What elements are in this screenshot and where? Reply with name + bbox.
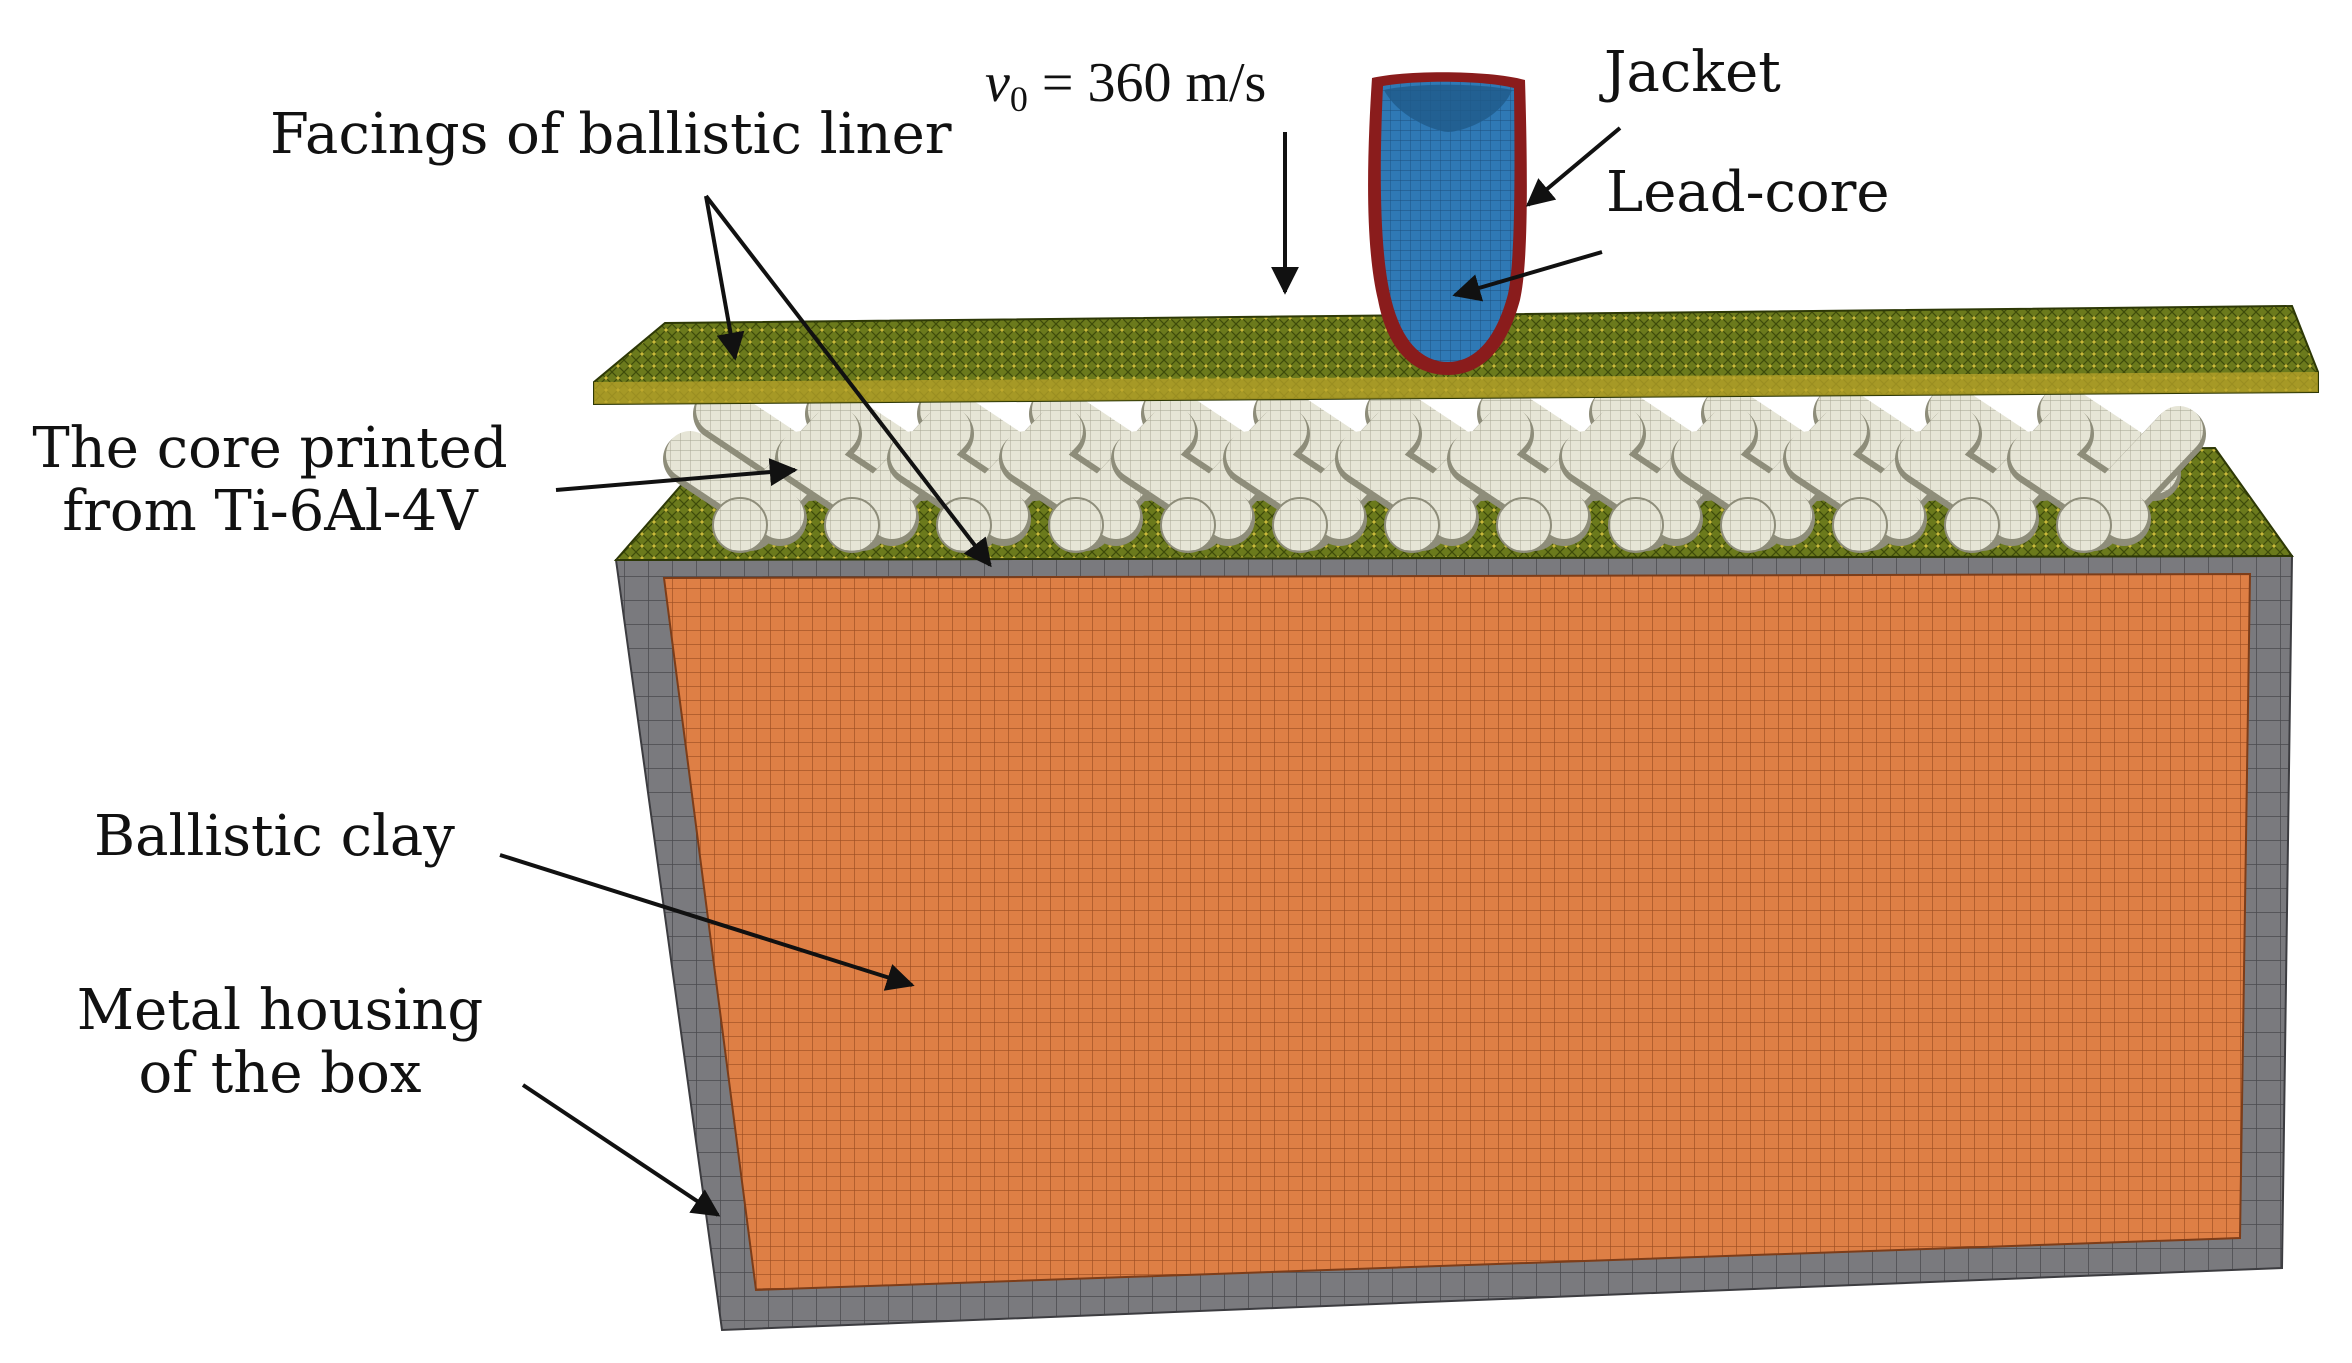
lattice-strut-end-3 — [1048, 497, 1104, 553]
arrow-lead-core — [1452, 250, 1603, 302]
titanium-lattice-core — [663, 386, 2206, 553]
velocity-subscript: 0 — [1009, 79, 1028, 119]
arrow-core — [555, 458, 798, 492]
label-initial-velocity: v0 = 360 m/s — [985, 52, 1266, 119]
lattice-strut-end-7 — [1496, 497, 1552, 553]
lattice-strut-low-2 — [890, 431, 1028, 539]
lattice-strut-low-12 — [2010, 431, 2148, 539]
lattice-strut-low-5 — [1226, 431, 1364, 539]
arrow-clay — [499, 853, 915, 991]
lattice-strut-end-1 — [824, 497, 880, 553]
label-facings: Facings of ballistic liner — [270, 102, 952, 167]
velocity-value: = 360 m/s — [1027, 52, 1267, 114]
arrow-facings-top — [704, 195, 745, 361]
label-metal-housing: Metal housing of the box — [40, 978, 520, 1106]
lattice-strut-end-6 — [1384, 497, 1440, 553]
label-core-line1: The core printed — [32, 416, 508, 481]
lattice-strut-end-10 — [1832, 497, 1888, 553]
label-jacket: Jacket — [1604, 40, 1781, 105]
lattice-strut-low-10 — [1786, 431, 1924, 539]
lattice-strut-end-8 — [1608, 497, 1664, 553]
lattice-strut-end-0 — [712, 497, 768, 553]
lattice-strut-end-12 — [2056, 497, 2112, 553]
lattice-strut-low-4 — [1114, 431, 1252, 539]
arrow-housing — [521, 1083, 721, 1217]
top-facing-edge — [594, 372, 2318, 404]
label-ballistic-clay: Ballistic clay — [94, 804, 455, 869]
lattice-strut-end-9 — [1720, 497, 1776, 553]
label-housing-line2: of the box — [138, 1040, 422, 1106]
arrow-facings-bottom — [704, 194, 992, 568]
lattice-strut-low-9 — [1674, 431, 1812, 539]
label-housing-line1: Metal housing — [76, 978, 484, 1043]
lattice-strut-low-7 — [1450, 431, 1588, 539]
lattice-strut-low-1 — [778, 431, 916, 539]
label-core: The core printed from Ti-6Al-4V — [20, 416, 520, 544]
ballistic-clay-block — [662, 572, 2252, 1292]
label-lead-core: Lead-core — [1606, 160, 1890, 225]
arrow-jacket — [1525, 126, 1622, 207]
lattice-strut-end-4 — [1160, 497, 1216, 553]
lattice-strut-low-8 — [1562, 431, 1700, 539]
lattice-strut-low-3 — [1002, 431, 1140, 539]
lattice-strut-end-5 — [1272, 497, 1328, 553]
velocity-symbol: v — [985, 52, 1010, 114]
bullet-cavity-shading — [1384, 84, 1512, 132]
lattice-strut-low-0 — [666, 431, 804, 539]
lattice-strut-low-6 — [1338, 431, 1476, 539]
lattice-strut-end-11 — [1944, 497, 2000, 553]
lattice-strut-low-11 — [1898, 431, 2036, 539]
label-core-line2: from Ti-6Al-4V — [62, 478, 478, 544]
